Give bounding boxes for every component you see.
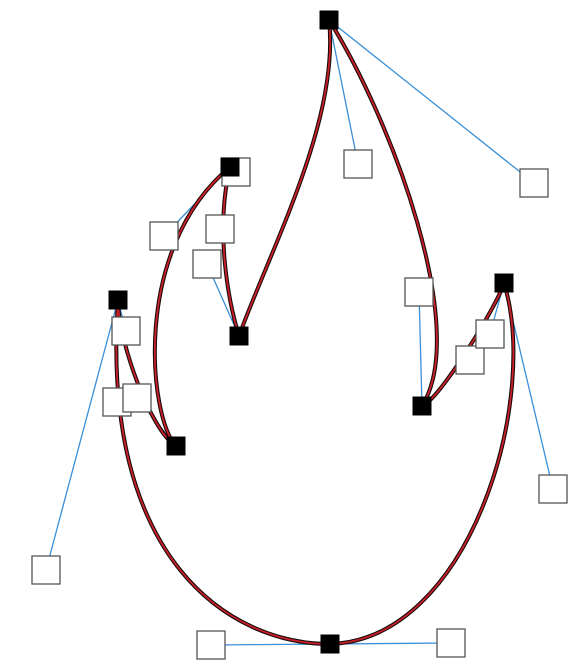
flame-path-outline[interactable] <box>114 18 516 646</box>
control-handle[interactable] <box>205 214 235 244</box>
anchor-point[interactable] <box>319 10 339 30</box>
control-handle[interactable] <box>196 630 226 660</box>
control-handle[interactable] <box>122 383 152 413</box>
control-points[interactable] <box>31 149 568 660</box>
handle-line <box>329 642 452 645</box>
control-handle[interactable] <box>404 277 434 307</box>
control-handle[interactable] <box>31 555 61 585</box>
control-handle[interactable] <box>519 168 549 198</box>
control-handle[interactable] <box>149 221 179 251</box>
handle-line <box>328 19 359 165</box>
anchor-point[interactable] <box>229 326 249 346</box>
anchor-point[interactable] <box>108 290 128 310</box>
control-handle[interactable] <box>192 249 222 279</box>
control-handle[interactable] <box>455 345 485 375</box>
flame-path-stroke[interactable] <box>115 19 515 645</box>
control-handle[interactable] <box>475 319 505 349</box>
anchor-point[interactable] <box>320 634 340 654</box>
flame-path[interactable] <box>114 18 516 646</box>
handle-line <box>418 291 423 407</box>
handle-line <box>328 19 535 184</box>
control-handle[interactable] <box>111 316 141 346</box>
handle-line <box>45 299 119 571</box>
anchor-point[interactable] <box>412 396 432 416</box>
anchor-points[interactable] <box>108 10 514 654</box>
anchor-point[interactable] <box>220 157 240 177</box>
anchor-point[interactable] <box>166 436 186 456</box>
control-handle[interactable] <box>538 474 568 504</box>
control-handle[interactable] <box>436 628 466 658</box>
control-handle[interactable] <box>343 149 373 179</box>
anchor-point[interactable] <box>494 273 514 293</box>
